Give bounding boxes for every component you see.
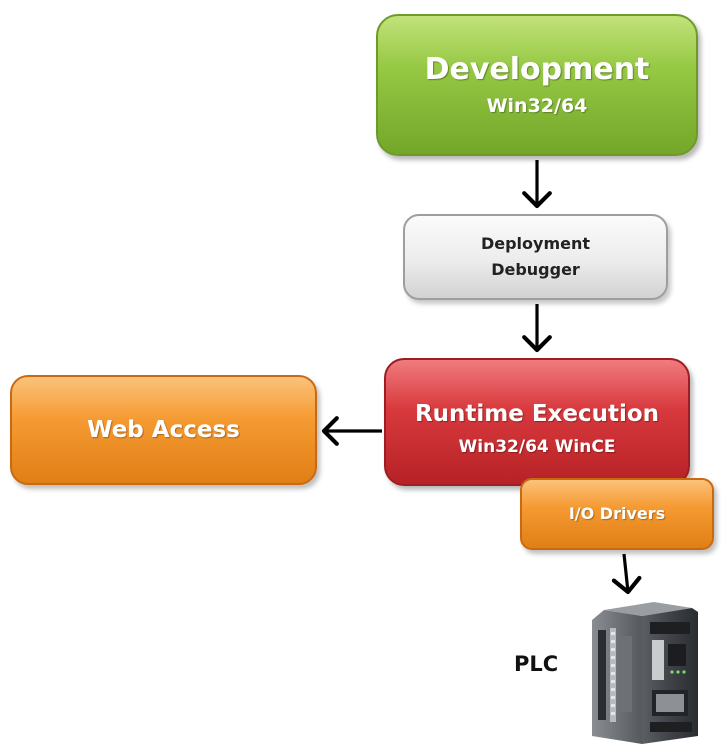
plc-label: PLC (514, 652, 559, 676)
runtime-title: Runtime Execution (414, 401, 660, 427)
web-access-label: Web Access (87, 416, 240, 443)
development-title: Development (424, 52, 650, 88)
io-drivers-node: I/O Drivers (520, 478, 714, 550)
deployment-label: Deployment (480, 234, 591, 253)
plc-device-icon (592, 602, 698, 744)
runtime-execution-node: Runtime Execution Win32/64 WinCE (384, 358, 690, 486)
debugger-label: Debugger (491, 260, 580, 279)
development-subtitle: Win32/64 (486, 94, 588, 117)
io-drivers-label: I/O Drivers (568, 504, 666, 523)
deployment-debugger-node: Deployment Debugger (403, 214, 668, 300)
web-access-node: Web Access (10, 375, 317, 485)
runtime-subtitle: Win32/64 WinCE (458, 436, 616, 457)
development-node: Development Win32/64 (376, 14, 698, 156)
arrow-io-drivers-to-plc (611, 553, 642, 595)
